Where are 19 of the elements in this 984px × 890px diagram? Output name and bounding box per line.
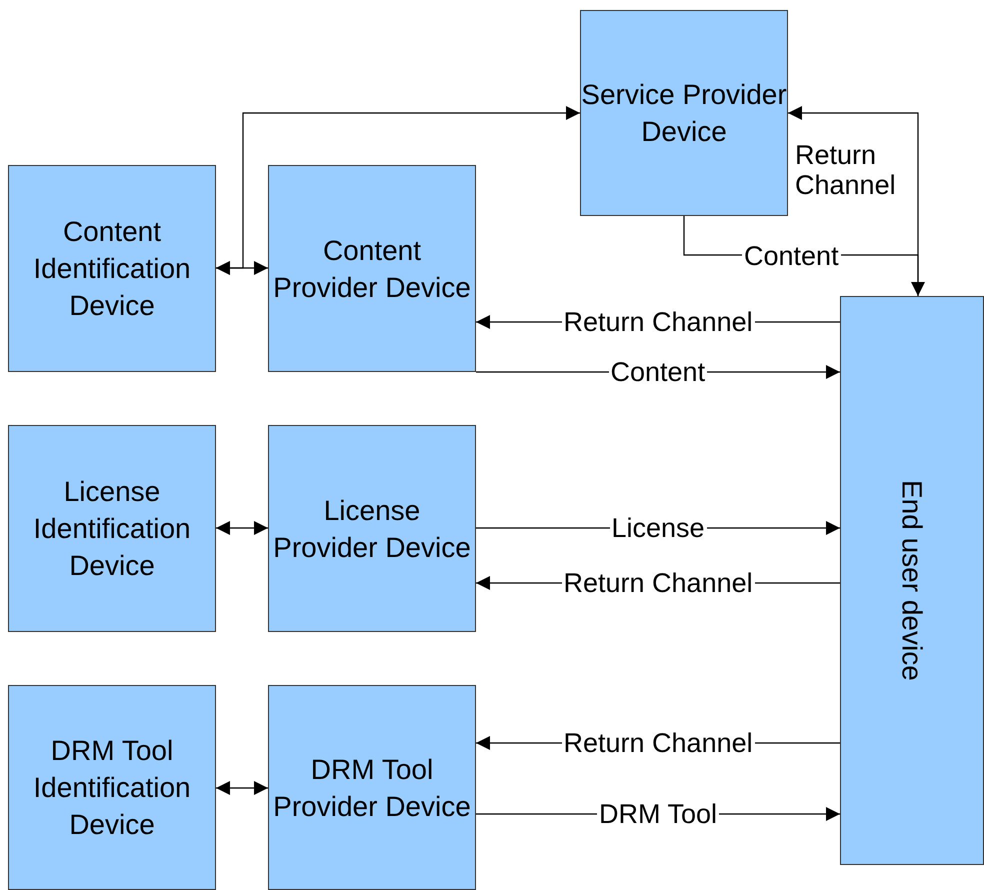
device-box <box>268 685 476 890</box>
node-label: DRM Tool Identification Device <box>32 734 192 842</box>
device-box <box>8 165 216 372</box>
device-box <box>840 296 984 865</box>
device-box <box>8 685 216 890</box>
node-label: Service Provider Device <box>581 78 787 149</box>
arrow <box>216 106 580 275</box>
device-box <box>580 10 788 216</box>
node-label: DRM Tool Provider Device <box>272 752 472 824</box>
arrow <box>216 781 268 795</box>
node-label: Content Provider Device <box>272 234 472 304</box>
device-box <box>268 425 476 632</box>
node-label: License Identification Device <box>32 475 192 583</box>
node-label: License Provider Device <box>272 494 472 564</box>
device-box <box>268 165 476 372</box>
device-box <box>8 425 216 632</box>
node-label: Content Identification Device <box>32 215 192 323</box>
arrow <box>216 521 268 535</box>
node-label: End user device <box>896 480 928 681</box>
